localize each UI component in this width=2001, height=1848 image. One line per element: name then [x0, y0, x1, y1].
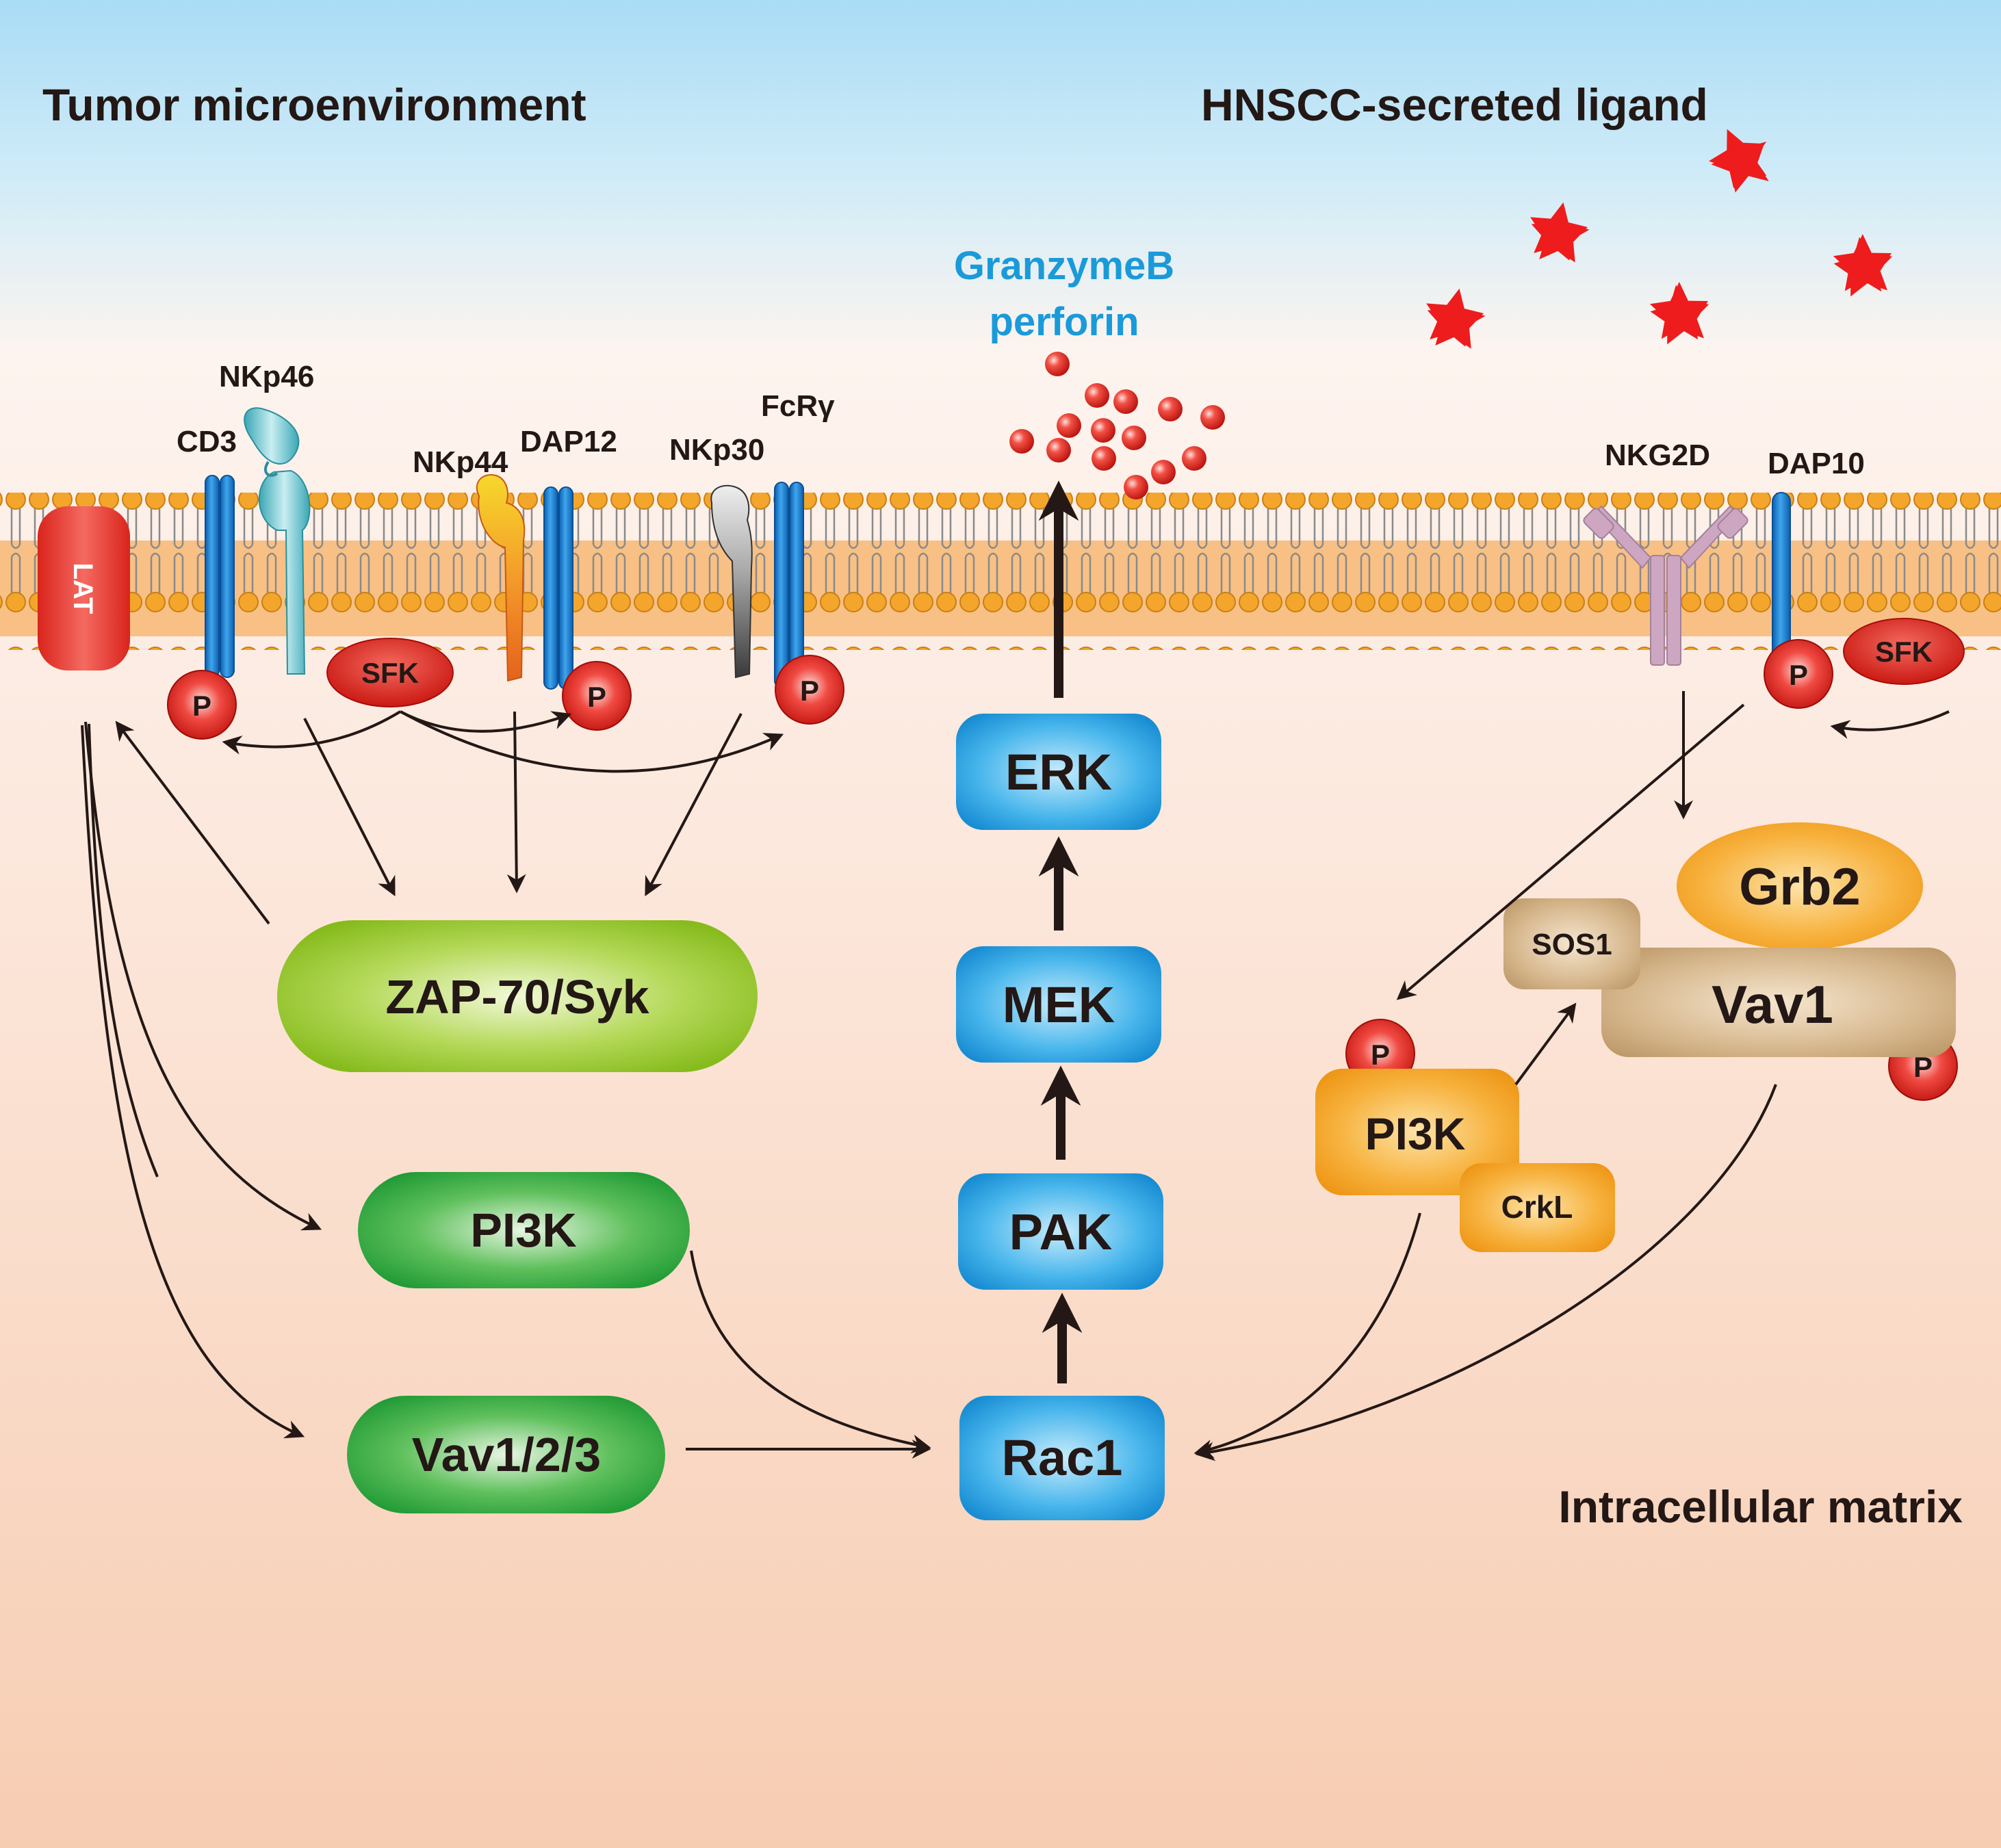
- arrow-fcry-to-zap70: [645, 713, 743, 896]
- ligand-star: [1426, 288, 1486, 349]
- nkp30-receptor: [710, 484, 753, 679]
- crkl-label: CrkL: [1501, 1189, 1573, 1225]
- pi3k-right-node: PI3K: [1315, 1069, 1519, 1195]
- phospho-label: P: [800, 675, 819, 707]
- granule: [1045, 352, 1070, 376]
- pi3k-right-label: PI3K: [1365, 1108, 1466, 1159]
- sfk-left-label: SFK: [361, 657, 419, 689]
- nkg2d-receptor: [1583, 505, 1748, 666]
- nkg2d-label: NKG2D: [1605, 439, 1710, 472]
- arrow-sfk-to-fcry-p: [400, 710, 784, 773]
- phospho-dap12: P: [562, 661, 632, 731]
- granule: [1200, 405, 1225, 430]
- vav1-label: Vav1: [1712, 974, 1833, 1034]
- intracellular-matrix-label: Intracellular matrix: [1558, 1481, 1963, 1532]
- granule: [1158, 397, 1183, 421]
- dap12-label: DAP12: [520, 425, 617, 458]
- ligand-star: [1709, 129, 1769, 193]
- mek-node: MEK: [956, 946, 1161, 1063]
- cd3-receptor: [205, 475, 235, 678]
- erk-node: ERK: [956, 714, 1161, 830]
- arrow-cd3-to-zap70: [303, 718, 396, 896]
- cd3-label: CD3: [177, 425, 237, 458]
- granule: [1113, 389, 1138, 414]
- lat-receptor: LAT: [38, 506, 130, 671]
- vav123-node: Vav1/2/3: [347, 1396, 665, 1513]
- pi3k-left-node: PI3K: [358, 1172, 690, 1288]
- dap12-receptor: [543, 486, 573, 690]
- nkp44-receptor: [476, 474, 526, 682]
- granule: [1151, 460, 1176, 484]
- tumor-microenvironment-label: Tumor microenvironment: [42, 79, 586, 130]
- granule: [1124, 475, 1148, 499]
- granule: [1122, 426, 1146, 450]
- grb2-node: Grb2: [1677, 822, 1923, 950]
- arrow-pi3k-right-to-rac1: [1193, 1212, 1421, 1459]
- sos1-label: SOS1: [1532, 928, 1612, 961]
- vav123-label: Vav1/2/3: [412, 1428, 601, 1481]
- ligand-star: [1649, 282, 1709, 345]
- arrow-dap10-to-pi3k: [1396, 703, 1745, 1000]
- ligand-star: [1833, 234, 1893, 297]
- grb2-label: Grb2: [1739, 858, 1860, 916]
- erk-label: ERK: [1005, 744, 1112, 801]
- granule: [1091, 418, 1115, 443]
- phospho-dap10: P: [1764, 639, 1833, 709]
- arrow-sfk-to-dap10-p: [1830, 710, 1950, 739]
- phospho-label: P: [1371, 1039, 1390, 1071]
- pi3k-left-label: PI3K: [470, 1203, 577, 1257]
- granzyme-label: GranzymeB: [954, 244, 1174, 288]
- hnscc-ligand-label: HNSCC-secreted ligand: [1201, 79, 1708, 130]
- arrow-pi3k-to-sos1: [1514, 1002, 1577, 1086]
- sfk-right-label: SFK: [1875, 636, 1933, 668]
- rac1-node: Rac1: [959, 1396, 1165, 1520]
- ligand-star: [1530, 202, 1590, 263]
- arrow-lat-down: [88, 723, 159, 1177]
- pak-label: PAK: [1009, 1203, 1113, 1260]
- arrows: [81, 480, 1950, 1461]
- arrow-lat-to-vav123: [81, 725, 305, 1439]
- granule: [1085, 383, 1109, 408]
- sfk-right: SFK: [1843, 618, 1965, 685]
- arrow-lat-to-pi3k: [84, 721, 322, 1231]
- nkp46-receptor: [244, 407, 311, 675]
- dap10-label: DAP10: [1768, 447, 1865, 480]
- granule: [1057, 413, 1081, 438]
- arrow-dap12-to-zap70: [506, 711, 526, 894]
- arrow-zap70-to-lat: [115, 720, 270, 925]
- zap70-syk-node: ZAP-70/Syk: [277, 920, 758, 1072]
- vav1-node: Vav1: [1601, 948, 1956, 1057]
- zap70-syk-label: ZAP-70/Syk: [385, 970, 649, 1024]
- sfk-left: SFK: [326, 638, 454, 707]
- nkp46-label: NKp46: [219, 360, 314, 393]
- phospho-cd3: P: [167, 670, 237, 740]
- crkl-node: CrkL: [1460, 1163, 1615, 1252]
- sos1-node: SOS1: [1503, 898, 1640, 989]
- rac1-label: Rac1: [1002, 1429, 1123, 1486]
- phospho-label: P: [192, 690, 211, 722]
- phospho-label: P: [587, 681, 606, 713]
- perforin-label: perforin: [989, 300, 1139, 344]
- pak-node: PAK: [958, 1173, 1163, 1290]
- granules: [1009, 352, 1225, 499]
- nkp44-label: NKp44: [413, 445, 508, 479]
- fcry-label: FcRγ: [761, 389, 835, 423]
- phospho-fcry: P: [775, 655, 844, 725]
- granule: [1046, 438, 1071, 463]
- granule: [1092, 446, 1116, 471]
- arrow-vav1-to-rac1: [1195, 1084, 1777, 1461]
- phospho-label: P: [1789, 659, 1808, 691]
- arrow-pi3k-to-rac1: [690, 1250, 931, 1454]
- granule: [1009, 429, 1034, 454]
- granule: [1182, 446, 1206, 471]
- nkp30-label: NKp30: [669, 433, 764, 467]
- mek-label: MEK: [1003, 976, 1115, 1033]
- hnscc-ligands: [1426, 129, 1893, 349]
- lat-label: LAT: [68, 563, 98, 614]
